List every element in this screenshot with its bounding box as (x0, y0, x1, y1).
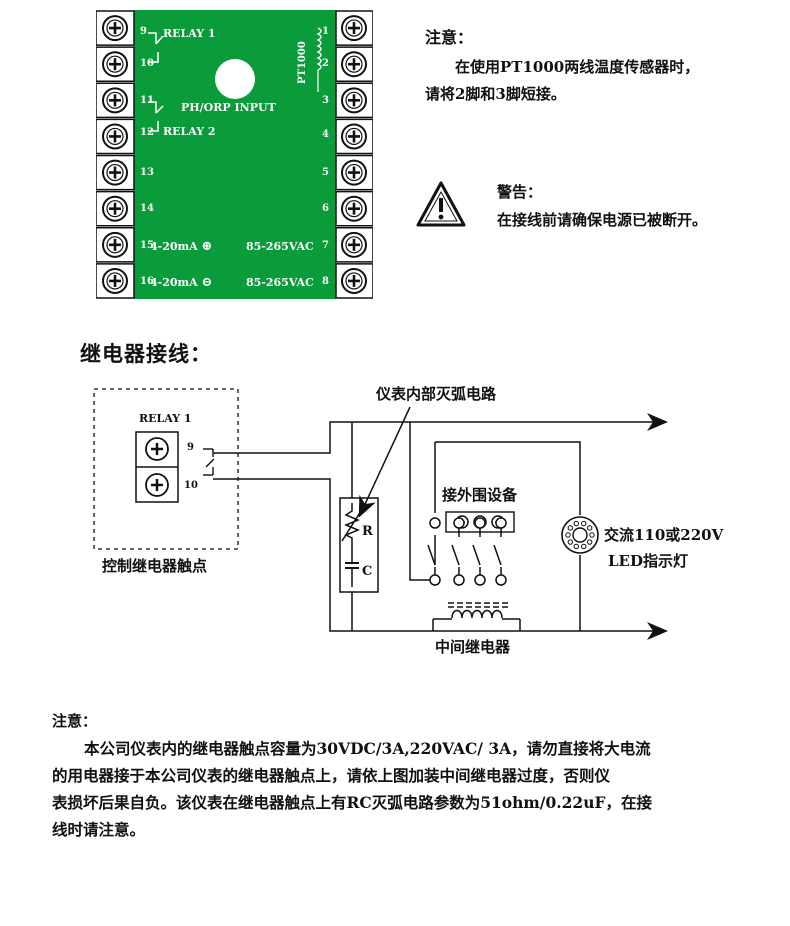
relay-contact-switch (427, 517, 441, 586)
box-caption: 控制继电器触点 (102, 557, 207, 575)
left-terminal-number: 13 (140, 167, 154, 178)
left-terminal-number: 11 (140, 95, 154, 106)
terminal-screw-icon (341, 123, 367, 150)
terminal-screw-icon (102, 123, 128, 150)
note1-line1: 在使用PT1000两线温度传感器时， (455, 58, 700, 76)
terminal-screw-icon (341, 51, 367, 78)
led-lamp-icon (561, 516, 599, 554)
sensor-hole (215, 59, 255, 99)
main-wires (213, 413, 668, 640)
right-terminal-number: 4 (322, 129, 329, 140)
left-terminal-number: 10 (140, 58, 154, 69)
left-terminal-number: 14 (140, 203, 154, 214)
note2-title: 注意： (52, 712, 98, 730)
relay2-label: RELAY 2 (163, 125, 216, 138)
relay-contact-switch (451, 517, 465, 586)
note2-line3: 表损坏后果自负。该仪表在继电器触点上有RC灭弧电路参数为51ohm/0.22uF… (52, 793, 652, 812)
relay-dashed-box (93, 388, 239, 550)
r-label: R (362, 524, 373, 539)
arc-pointer-arrow (358, 406, 411, 518)
left-terminal-number: 9 (140, 26, 147, 37)
terminal-9-screw-icon (145, 437, 169, 461)
relay-coil-icon (433, 602, 521, 631)
capacitor-icon (345, 548, 359, 587)
pt1000-label: PT1000 (297, 41, 308, 84)
warning-body: 在接线前请确保电源已被断开。 (497, 211, 708, 229)
relay-contact-switch (493, 517, 507, 586)
relay-wiring-diagram: RELAY 1 9 10 控制继电器触点 R C 仪表内部灭弧电路 接 (93, 385, 724, 656)
note2-line4: 线时请注意。 (52, 820, 146, 839)
terminal-screw-icon (102, 231, 128, 258)
relay-contact-switch (472, 517, 486, 586)
terminal-screw-icon (102, 51, 128, 78)
led-label-2: LED指示灯 (608, 552, 688, 570)
relay-contacts (427, 517, 507, 586)
terminal-screw-icon (102, 87, 128, 114)
note2-body: 本公司仪表内的继电器触点容量为30VDC/3A,220VAC/ 3A，请勿直接将… (52, 735, 772, 843)
note2-line2: 的用电器接于本公司仪表的继电器触点上，请依上图加装中间继电器过度，否则仪 (52, 766, 611, 785)
right-terminal-number: 3 (322, 95, 329, 106)
relay-box-label: RELAY 1 (139, 412, 192, 425)
power7-label: 85-265VAC (246, 240, 314, 253)
terminal-screw-icon (341, 195, 367, 222)
warning-triangle-icon (416, 181, 466, 227)
left-terminal-number: 16 (140, 276, 154, 287)
warning-title: 警告： (497, 183, 543, 201)
terminal-screw-icon (341, 87, 367, 114)
resistor-icon (344, 503, 360, 548)
terminal-screw-icon (102, 15, 128, 42)
right-terminal-number: 5 (322, 167, 329, 178)
terminal-10-screw-icon (145, 473, 169, 497)
terminal-screw-icon (102, 159, 128, 186)
right-terminal-block (335, 10, 373, 299)
board-panel (134, 10, 336, 299)
terminal-10-label: 10 (184, 480, 198, 491)
right-terminal-number: 8 (322, 276, 329, 287)
note1-body: 在使用PT1000两线温度传感器时， 请将2脚和3脚短接。 (425, 54, 765, 108)
right-terminal-number: 2 (322, 58, 329, 69)
pt1000-coil-icon (316, 27, 322, 71)
terminal-screw-icon (341, 15, 367, 42)
analog16-label: 4-20mA ⊖ (150, 275, 212, 290)
terminal-9-label: 9 (187, 442, 194, 453)
relay1-switch-icon (148, 32, 164, 63)
relay1-label: RELAY 1 (163, 27, 216, 40)
terminal-screw-icon (341, 231, 367, 258)
note1-line2: 请将2脚和3脚短接。 (425, 85, 566, 103)
equipment-label: 接外围设备 (442, 486, 518, 504)
note1-title: 注意： (425, 28, 474, 47)
terminal-screw-icon (102, 267, 128, 294)
led-label-1: 交流110或220V (604, 526, 724, 544)
analog15-label: 4-20mA ⊕ (150, 239, 212, 254)
terminal-screw-icon (341, 267, 367, 294)
terminal-screw-icon (341, 159, 367, 186)
left-terminal-number: 12 (140, 127, 154, 138)
terminal-board: RELAY 1 RELAY 2 PH/ORP INPUT PT1000 9 10 1… (96, 10, 373, 299)
right-terminal-number: 1 (322, 26, 329, 37)
intermediate-relay-label: 中间继电器 (435, 638, 511, 656)
relay2-switch-icon (148, 101, 164, 132)
relay-contact-icon (203, 448, 215, 476)
arc-circuit-label: 仪表内部灭弧电路 (375, 385, 497, 403)
right-terminal-number: 7 (322, 240, 329, 251)
power8-label: 85-265VAC (246, 276, 314, 289)
section-title: 继电器接线： (80, 341, 212, 366)
left-terminal-number: 15 (140, 240, 154, 251)
right-terminal-number: 6 (322, 203, 329, 214)
terminal-screw-icon (102, 195, 128, 222)
note2-line1: 本公司仪表内的继电器触点容量为30VDC/3A,220VAC/ 3A，请勿直接将… (84, 739, 651, 758)
input-label: PH/ORP INPUT (181, 101, 277, 114)
left-terminal-block (96, 10, 135, 299)
c-label: C (362, 564, 372, 579)
